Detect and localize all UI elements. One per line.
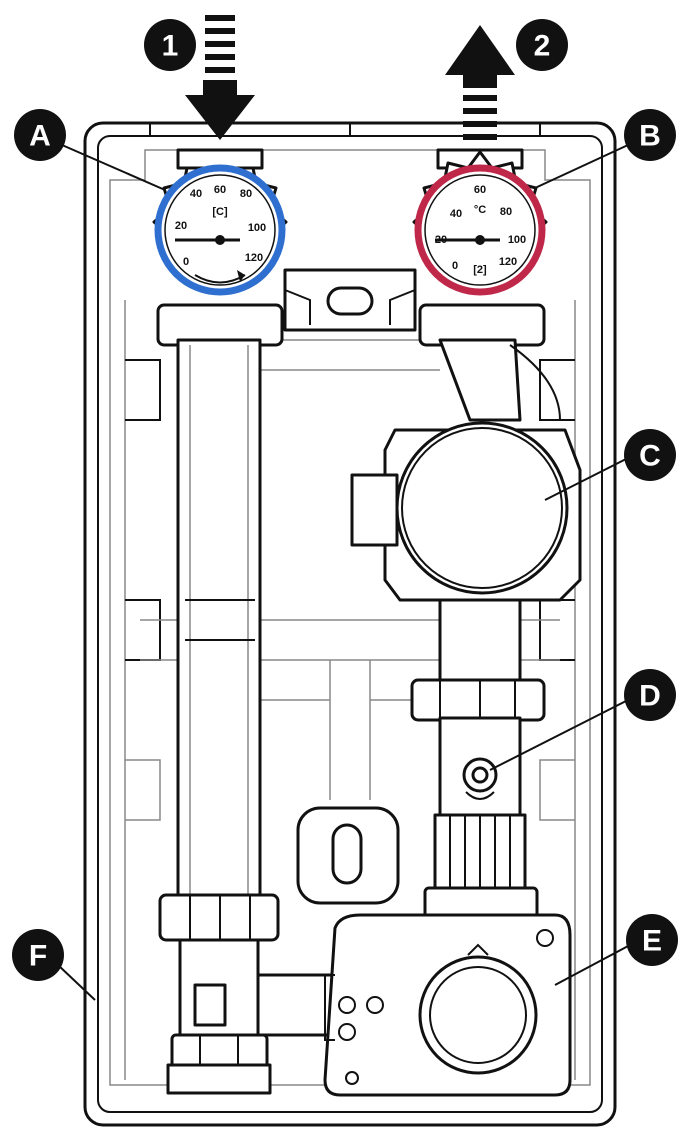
label-outlet: 2 <box>516 19 568 71</box>
svg-text:A: A <box>29 120 51 153</box>
label-inlet: 1 <box>144 19 196 71</box>
gauge-left-tick-100: 100 <box>248 222 266 234</box>
gauge-right: 60 40 80 °C 20 100 0 120 [2] <box>412 148 548 347</box>
pump <box>350 421 582 602</box>
svg-text:E: E <box>642 925 662 958</box>
label-d: D <box>624 669 676 721</box>
label-a: A <box>14 109 66 161</box>
gauge-left-tick-80: 80 <box>240 188 252 200</box>
gauge-left-tick-120: 120 <box>245 252 263 264</box>
gauge-right-tick-40: 40 <box>450 208 462 220</box>
outlet-arrow <box>445 25 515 140</box>
ball-valve <box>462 757 498 800</box>
gauge-right-tick-60: 60 <box>474 184 486 196</box>
gauge-left-tick-0: 0 <box>183 256 189 268</box>
gauge-left: 40 60 80 20 100 0 120 [C] <box>152 148 288 296</box>
gauge-right-unit-celsius: °C <box>474 204 486 216</box>
label-e: E <box>626 914 678 966</box>
gauge-left-tick-60: 60 <box>214 184 226 196</box>
inlet-arrow <box>185 15 255 140</box>
label-f: F <box>12 929 64 981</box>
svg-text:F: F <box>29 940 47 973</box>
label-c: C <box>624 429 676 481</box>
svg-text:C: C <box>639 440 661 473</box>
svg-text:2: 2 <box>534 30 551 63</box>
gauge-bridge <box>283 268 417 332</box>
svg-text:B: B <box>639 120 661 153</box>
left-pipe <box>156 303 340 1095</box>
svg-text:D: D <box>639 680 661 713</box>
label-b: B <box>624 109 676 161</box>
gauge-right-tick-120: 120 <box>499 256 517 268</box>
gauge-left-tick-20: 20 <box>175 220 187 232</box>
gauge-right-unit: [2] <box>473 264 487 276</box>
mixing-valve-actuator <box>323 913 572 1097</box>
leader-lines <box>57 144 631 1001</box>
gauge-right-tick-100: 100 <box>508 234 526 246</box>
gauge-left-tick-40: 40 <box>190 188 202 200</box>
svg-text:1: 1 <box>162 30 179 63</box>
gauge-right-tick-80: 80 <box>500 206 512 218</box>
gauge-left-unit: [C] <box>212 206 228 218</box>
gauge-right-tick-0: 0 <box>452 260 458 272</box>
